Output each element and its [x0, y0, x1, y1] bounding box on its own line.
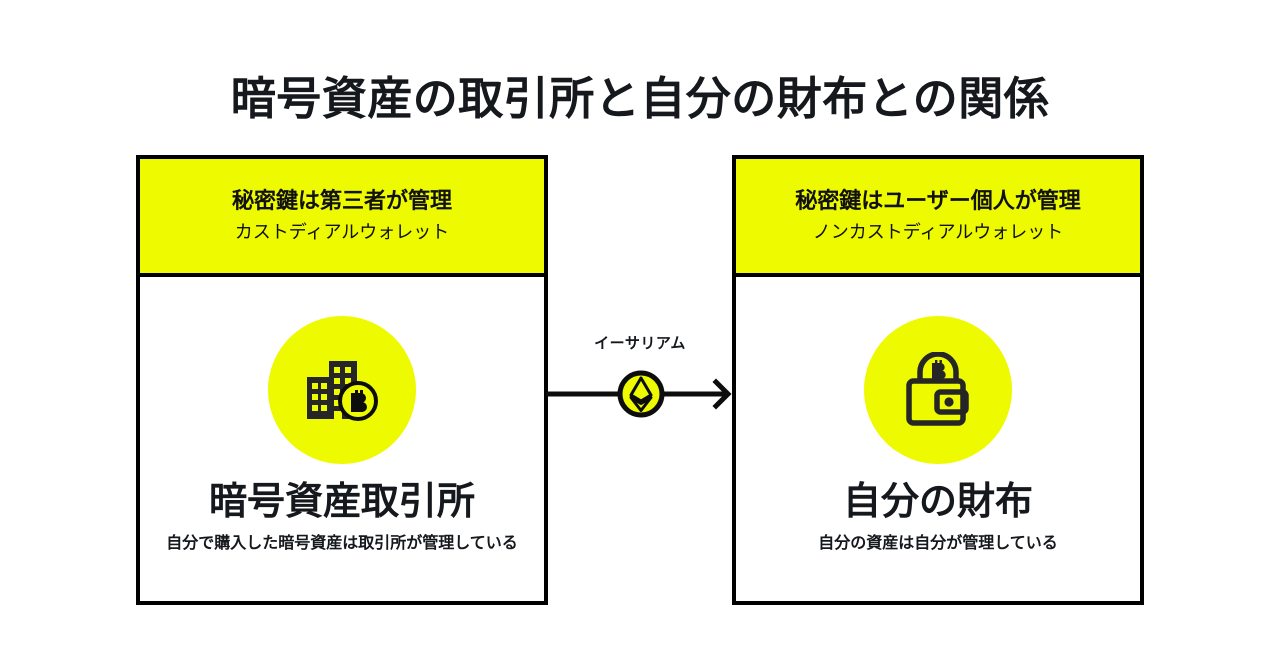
card-own-wallet-icon-disc: [864, 316, 1012, 464]
card-exchange-header-title: 秘密鍵は第三者が管理: [231, 188, 452, 214]
card-own-wallet-header-subtitle: ノンカストディアルウォレット: [812, 221, 1064, 243]
card-exchange: 秘密鍵は第三者が管理 カストディアルウォレット: [136, 155, 548, 605]
card-exchange-icon-disc: [268, 316, 416, 464]
card-own-wallet-caption-subtitle: 自分の資産は自分が管理している: [818, 532, 1058, 552]
ethereum-icon: [617, 370, 665, 418]
arrow-right-icon: [546, 370, 732, 418]
card-own-wallet-caption: 自分の財布 自分の資産は自分が管理している: [736, 479, 1140, 552]
card-exchange-caption-subtitle: 自分で購入した暗号資産は取引所が管理している: [166, 532, 518, 552]
card-exchange-header: 秘密鍵は第三者が管理 カストディアルウォレット: [140, 159, 544, 277]
locked-wallet-bitcoin-icon: [906, 352, 969, 426]
page-title: 暗号資産の取引所と自分の財布との関係: [230, 72, 1050, 126]
card-exchange-caption: 暗号資産取引所 自分で購入した暗号資産は取引所が管理している: [140, 479, 544, 552]
card-own-wallet-caption-title: 自分の財布: [842, 479, 1033, 523]
card-own-wallet-body: 自分の財布 自分の資産は自分が管理している: [736, 277, 1140, 601]
card-exchange-header-subtitle: カストディアルウォレット: [234, 221, 450, 243]
exchange-building-bitcoin-icon: [307, 361, 378, 421]
card-exchange-body: 暗号資産取引所 自分で購入した暗号資産は取引所が管理している: [140, 277, 544, 601]
card-own-wallet-header-title: 秘密鍵はユーザー個人が管理: [795, 188, 1081, 214]
card-exchange-caption-title: 暗号資産取引所: [208, 479, 475, 523]
connector-exchange-to-wallet: イーサリアム: [546, 332, 734, 428]
card-own-wallet: 秘密鍵はユーザー個人が管理 ノンカストディアルウォレット: [732, 155, 1144, 605]
card-own-wallet-header: 秘密鍵はユーザー個人が管理 ノンカストディアルウォレット: [736, 159, 1140, 277]
connector-label: イーサリアム: [594, 334, 686, 352]
